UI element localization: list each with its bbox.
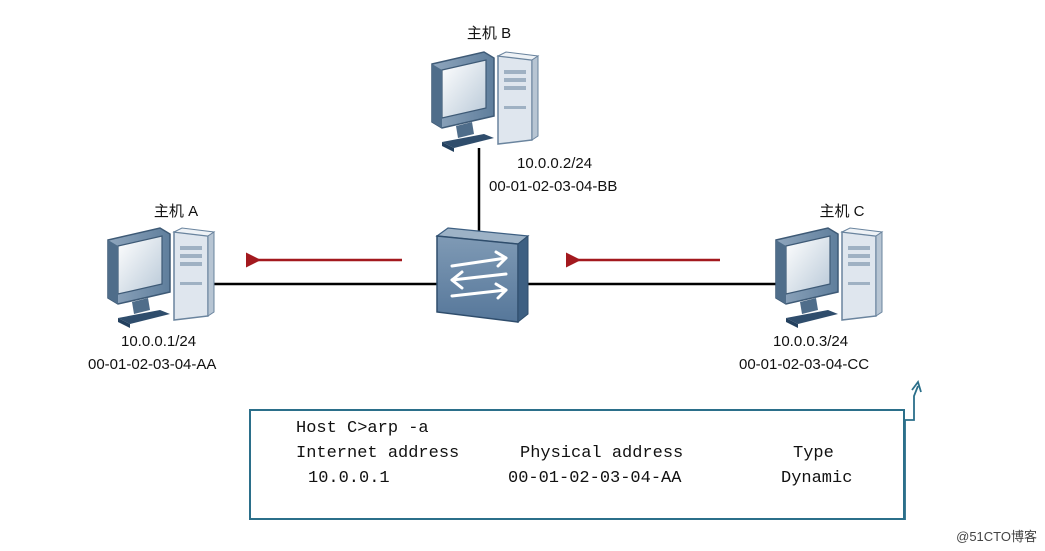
arp-header-internet: Internet address [296, 444, 460, 463]
arp-row-type: Dynamic [781, 469, 853, 488]
switch-icon [435, 227, 530, 324]
host-b-mac: 00-01-02-03-04-BB [489, 178, 618, 195]
host-b-ip: 10.0.0.2/24 [517, 155, 593, 172]
pc-icon [431, 51, 539, 152]
host-b-name: 主机 B [466, 25, 512, 42]
host-a-mac: 00-01-02-03-04-AA [88, 356, 217, 373]
arp-header-physical: Physical address [520, 444, 684, 463]
host-c-mac: 00-01-02-03-04-CC [739, 356, 870, 373]
arp-header-type: Type [793, 444, 834, 463]
arp-row-mac: 00-01-02-03-04-AA [508, 469, 682, 488]
host-a-ip: 10.0.0.1/24 [121, 333, 197, 350]
pc-icon [775, 227, 883, 328]
callout-connector [904, 385, 919, 520]
host-c-ip: 10.0.0.3/24 [773, 333, 849, 350]
arp-row-ip: 10.0.0.1 [308, 469, 390, 488]
arp-command: Host C>arp -a [296, 419, 429, 438]
host-a-name: 主机 A [153, 203, 199, 220]
arp-output-box: Host C>arp -a Internet address Physical … [249, 409, 905, 520]
watermark: @51CTO博客 [956, 529, 1037, 544]
host-c-name: 主机 C [819, 203, 865, 220]
pc-icon [107, 227, 215, 328]
